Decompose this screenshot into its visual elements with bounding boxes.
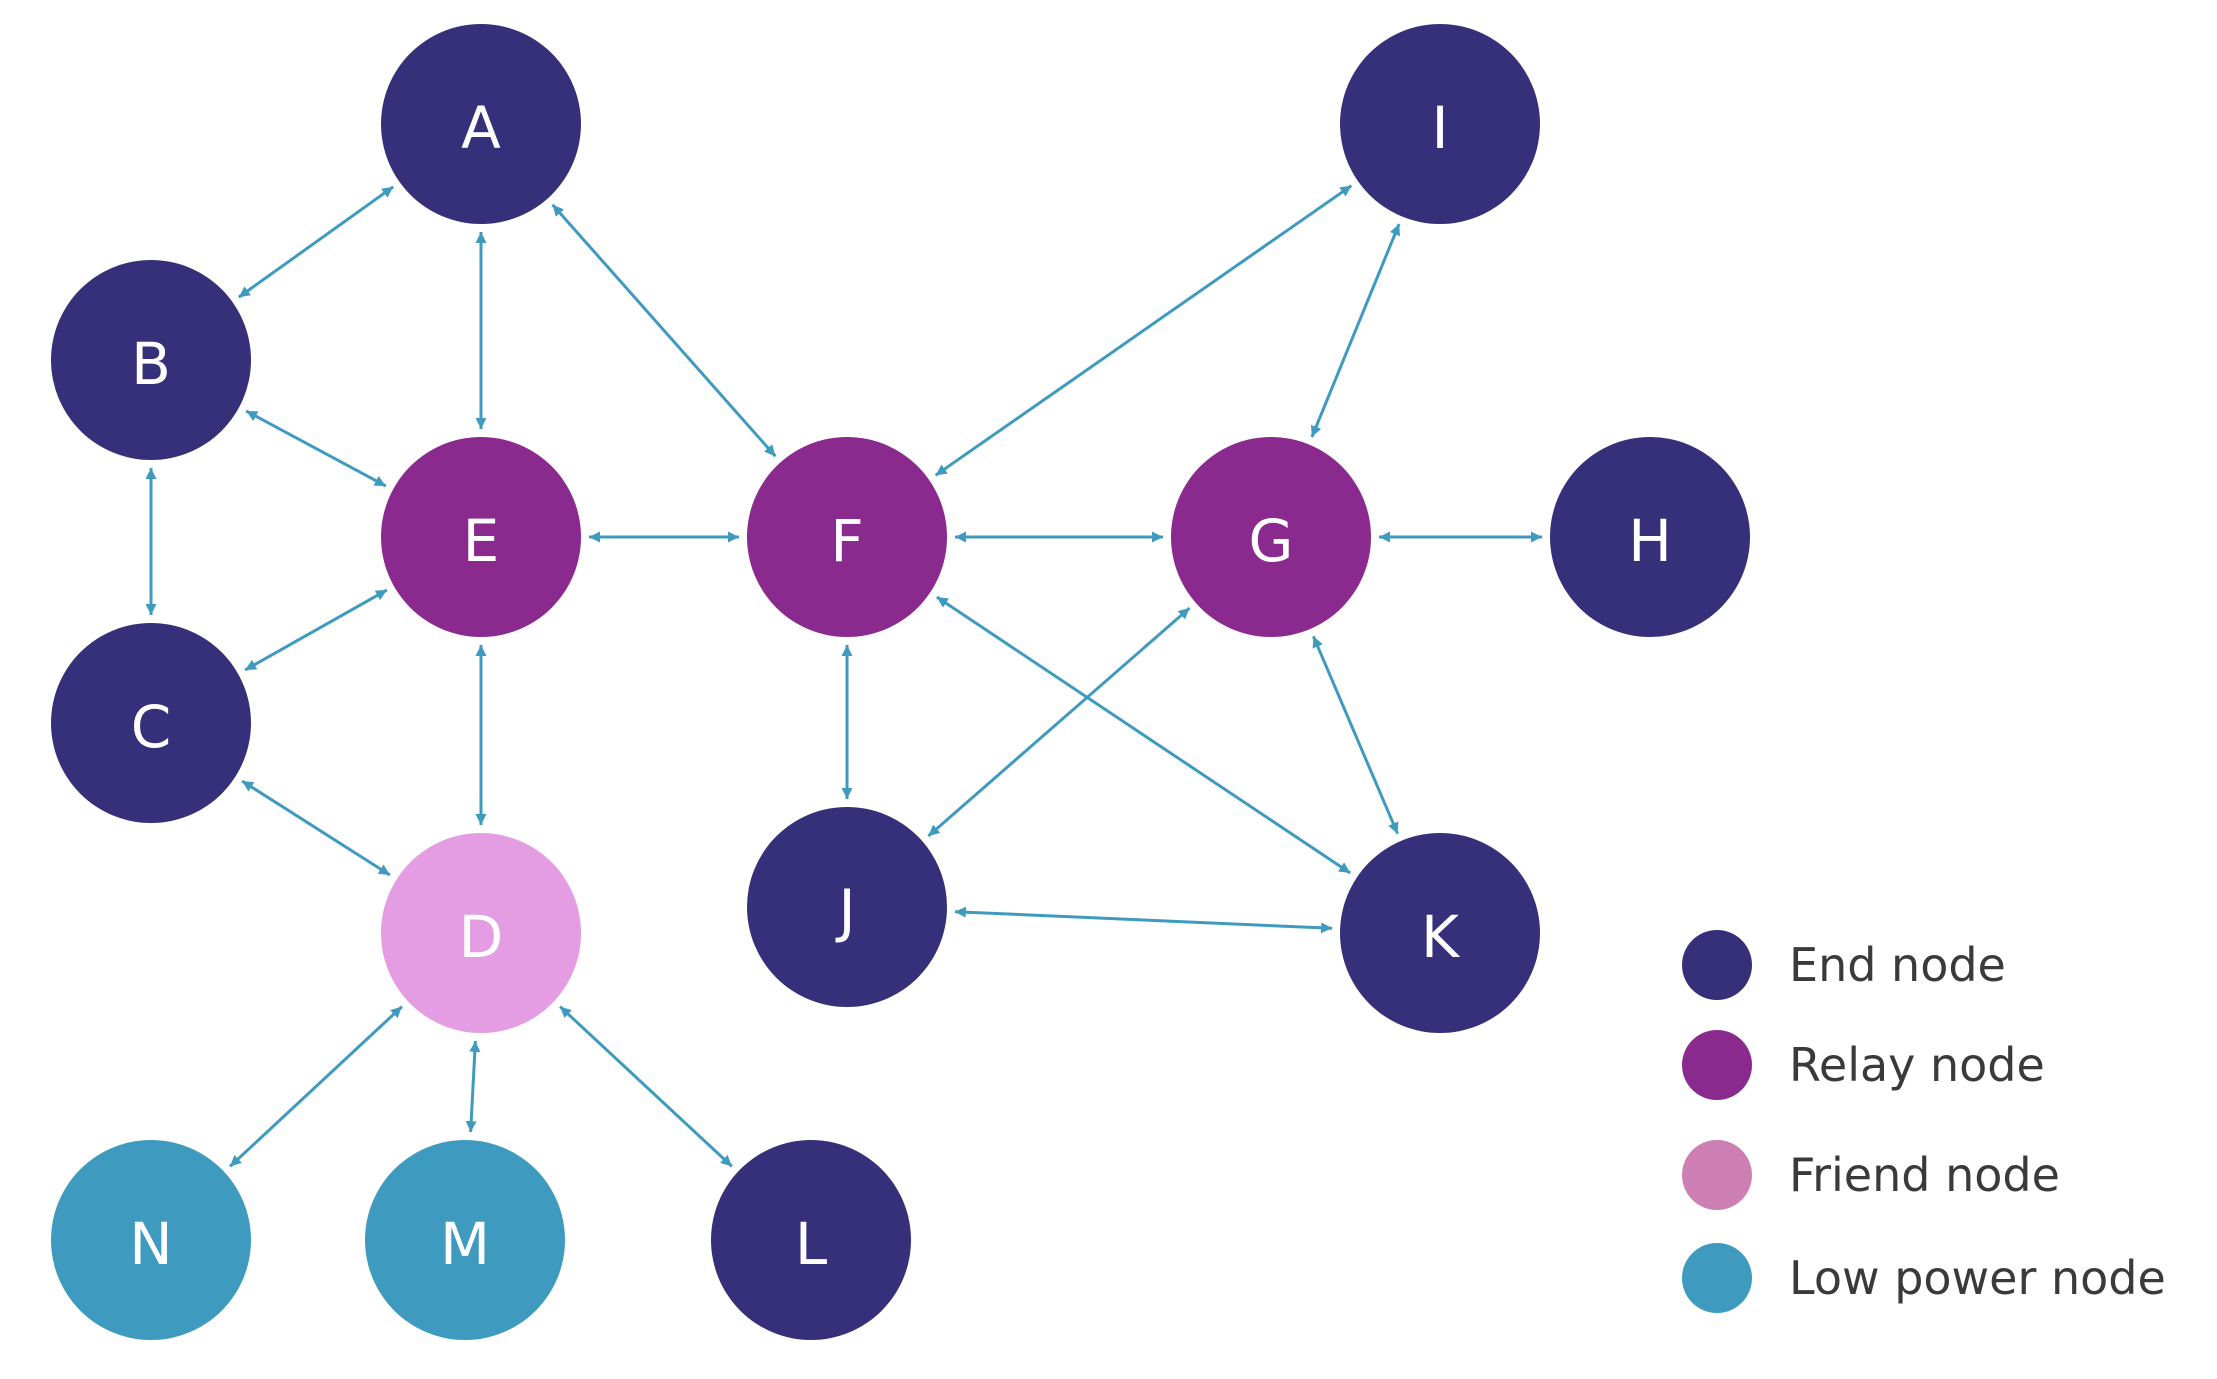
node-circle	[1171, 437, 1371, 637]
node-h: H	[1550, 437, 1750, 637]
edge-d-m	[465, 1040, 481, 1133]
edge-f-k	[935, 595, 1352, 875]
edge-g-i	[1310, 223, 1401, 438]
node-e: E	[381, 437, 581, 637]
node-k: K	[1340, 833, 1540, 1033]
node-label: N	[129, 1210, 172, 1278]
node-j: J	[747, 807, 947, 1007]
node-a: A	[381, 24, 581, 224]
node-label: F	[830, 507, 863, 575]
edge-a-b	[237, 185, 395, 299]
legend-swatch	[1682, 1243, 1752, 1313]
node-circle	[1340, 24, 1540, 224]
node-f: F	[747, 437, 947, 637]
node-circle	[747, 437, 947, 637]
node-circle	[1550, 437, 1750, 637]
node-label: B	[131, 330, 171, 398]
node-label: A	[461, 94, 501, 162]
node-circle	[747, 807, 947, 1007]
legend-label: Low power node	[1789, 1251, 2166, 1305]
legend-item-low-power: Low power node	[1682, 1243, 2166, 1313]
node-i: I	[1340, 24, 1540, 224]
node-label: G	[1249, 507, 1294, 575]
edge-g-j	[927, 606, 1191, 838]
legend-label: Friend node	[1789, 1148, 2060, 1202]
node-label: E	[463, 507, 500, 575]
node-n: N	[51, 1140, 251, 1340]
node-circle	[381, 24, 581, 224]
node-label: I	[1431, 94, 1448, 162]
legend-item-relay: Relay node	[1682, 1030, 2045, 1100]
edge-d-n	[229, 1005, 403, 1168]
node-circle	[51, 260, 251, 460]
legend-item-end: End node	[1682, 930, 2006, 1000]
node-label: J	[835, 877, 855, 945]
node-m: M	[365, 1140, 565, 1340]
node-l: L	[711, 1140, 911, 1340]
node-label: M	[440, 1210, 490, 1278]
edge-j-k	[954, 906, 1333, 934]
node-g: G	[1171, 437, 1371, 637]
edge-a-f	[551, 203, 777, 458]
edge-c-d	[241, 779, 391, 877]
node-label: K	[1421, 903, 1461, 971]
edge-d-l	[559, 1005, 733, 1168]
edge-g-k	[1312, 635, 1399, 835]
node-circle	[1340, 833, 1540, 1033]
node-circle	[381, 437, 581, 637]
connections-layer	[145, 184, 1542, 1168]
legend-label: Relay node	[1789, 1038, 2045, 1092]
node-label: C	[131, 693, 172, 761]
node-label: D	[459, 903, 504, 971]
legend-swatch	[1682, 1140, 1752, 1210]
node-label: H	[1628, 507, 1672, 575]
node-d: D	[381, 833, 581, 1033]
edge-c-e	[244, 588, 388, 672]
node-circle	[51, 1140, 251, 1340]
nodes-layer: A B C D E F G H I J K L M N	[51, 24, 1750, 1340]
node-circle	[51, 623, 251, 823]
node-b: B	[51, 260, 251, 460]
edge-f-i	[934, 184, 1353, 477]
node-circle	[711, 1140, 911, 1340]
edge-b-e	[245, 409, 387, 488]
legend-label: End node	[1789, 938, 2006, 992]
node-c: C	[51, 623, 251, 823]
legend-swatch	[1682, 1030, 1752, 1100]
legend-item-friend-legend: Friend node	[1682, 1140, 2060, 1210]
node-label: L	[795, 1210, 827, 1278]
node-circle	[381, 833, 581, 1033]
node-circle	[365, 1140, 565, 1340]
legend-swatch	[1682, 930, 1752, 1000]
